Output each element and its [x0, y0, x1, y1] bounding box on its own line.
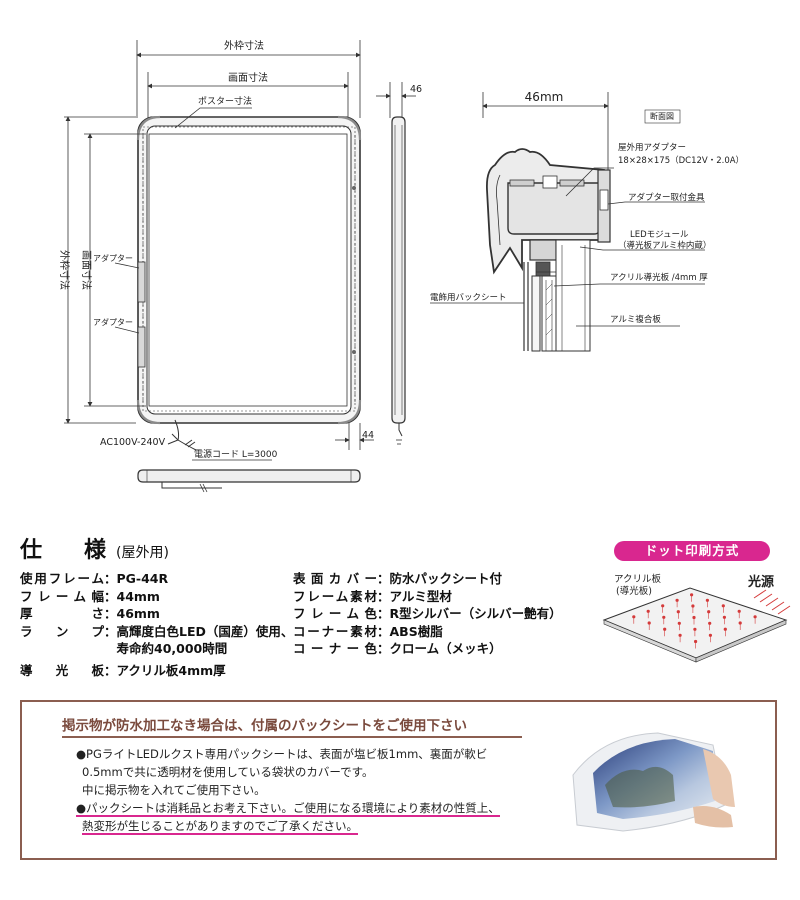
outdoor-adapter-label: 屋外用アダプター — [618, 142, 686, 153]
dot-print-badge: ドット印刷方式 — [614, 541, 770, 561]
spec-title-sub: (屋外用) — [116, 545, 169, 561]
spec-title: 仕 様(屋外用) — [20, 532, 169, 564]
spec-value: ：アクリル板4mm厚 — [104, 662, 226, 678]
spec-value: ：防水パックシート付 — [377, 571, 503, 586]
spec-row: フレーム幅：44mm — [20, 588, 293, 606]
light-source-label: 光源 — [747, 574, 774, 590]
section-title: 断面図 — [650, 111, 674, 121]
power-cord-label: 電源コード L=3000 — [194, 449, 278, 460]
spec-key: コーナー素材 — [293, 623, 377, 639]
bottom-view — [137, 469, 361, 493]
spec-value: ：高輝度白色LED（国産）使用、 — [104, 623, 294, 639]
notice-line-4: ●パックシートは消耗品とお考え下さい。ご使用になる環境により素材の性質上、 — [76, 801, 500, 817]
aluminum-plate-label: アルミ複合板 — [610, 314, 661, 325]
spec-title-main: 仕 様 — [20, 538, 117, 563]
acrylic-plate-label: アクリル導光板 /4mm 厚 — [610, 272, 708, 283]
notice-heading: 掲示物が防水加工なき場合は、付属のパックシートをご使用下さい — [62, 718, 467, 734]
notice-line-2: 0.5mmで共に透明材を使用している袋状のカバーです。 — [82, 765, 374, 779]
notice-line-5: 熱変形が生じることがありますのでご了承ください。 — [82, 819, 358, 835]
led-module-note: （導光板アルミ枠内蔵） — [618, 240, 711, 251]
side-view — [335, 82, 416, 450]
spec-value: ：46mm — [104, 606, 160, 621]
spec-key: 厚さ — [20, 606, 104, 621]
spec-key: フレーム色 — [293, 606, 377, 621]
back-sheet-label: 電飾用バックシート — [430, 292, 507, 303]
print-dot — [676, 610, 680, 614]
spec-key: 表面カバー — [293, 571, 377, 586]
spec-row: フレーム素材：アルミ型材 — [293, 588, 562, 606]
print-dot — [723, 627, 727, 631]
screen-height-label: 画面寸法 — [80, 250, 93, 290]
spec-row: ランプ：高輝度白色LED（国産）使用、 — [20, 623, 293, 641]
spec-key: フレーム幅 — [20, 588, 104, 604]
spec-value: ：アルミ型材 — [377, 588, 452, 604]
adapter-spec-label: 18×28×175（DC12V・2.0A） — [618, 155, 744, 166]
spec-value: ：クローム（メッキ） — [377, 641, 502, 656]
adapter-bracket-label: アダプター取付金具 — [628, 192, 705, 203]
outer-height-label: 外枠寸法 — [58, 250, 71, 290]
spec-row: 導光板：アクリル板4mm厚 — [20, 662, 293, 680]
print-dot — [663, 627, 667, 631]
print-dot — [707, 610, 711, 614]
spec-key: ランプ — [20, 623, 104, 639]
spec-value: 寿命約40,000時間 — [104, 641, 228, 656]
front-view — [64, 40, 362, 451]
notice-box — [20, 700, 777, 860]
spec-value: ：R型シルバー（シルバー艶有） — [377, 606, 562, 621]
spec-row: 寿命約40,000時間 — [20, 640, 293, 658]
spec-left-column: 使用フレーム：PG-44R フレーム幅：44mm 厚さ：46mm ランプ：高輝度… — [20, 570, 293, 679]
spec-key — [20, 640, 104, 658]
notice-body: ●PGライトLEDルクスト専用パックシートは、表面が塩ビ板1mm、裏面が軟ビ 0… — [76, 745, 536, 835]
screen-width-label: 画面寸法 — [228, 71, 268, 84]
spec-key: 導光板 — [20, 662, 104, 678]
width-44-label: 44 — [362, 430, 374, 441]
spec-key: 使用フレーム — [20, 571, 104, 586]
depth-46-label: 46 — [410, 84, 422, 95]
spec-row: フレーム色：R型シルバー（シルバー艶有） — [293, 605, 562, 623]
adapter-label-upper: アダプター — [93, 253, 133, 263]
spec-row: コーナー色：クローム（メッキ） — [293, 640, 562, 658]
spec-key: フレーム素材 — [293, 588, 377, 604]
ac-voltage-label: AC100V-240V — [100, 437, 166, 448]
spec-value: ：ABS樹脂 — [377, 623, 443, 639]
adapter-label-lower: アダプター — [93, 317, 133, 327]
acrylic-label: アクリル板 — [614, 573, 662, 585]
spec-right-column: 表面カバー：防水パックシート付 フレーム素材：アルミ型材 フレーム色：R型シルバ… — [293, 570, 562, 658]
light-guide-label: (導光板) — [616, 585, 652, 597]
poster-size-label: ポスター寸法 — [198, 95, 252, 107]
notice-line-1: ●PGライトLEDルクスト専用パックシートは、表面が塩ビ板1mm、裏面が軟ビ — [76, 747, 488, 761]
notice-line-3: 中に掲示物を入れてご使用下さい。 — [82, 783, 266, 797]
print-dots — [632, 593, 757, 649]
spec-row: コーナー素材：ABS樹脂 — [293, 623, 562, 641]
section-width-label: 46mm — [525, 90, 564, 104]
spec-row: 厚さ：46mm — [20, 605, 293, 623]
spec-value: ：PG-44R — [104, 571, 169, 586]
technical-drawings: 外枠寸法 画面寸法 ポスター寸法 外枠寸法 画面寸法 アダプター アダプター A… — [58, 39, 744, 493]
spec-value: ：44mm — [104, 588, 160, 604]
pack-sheet-photo — [563, 715, 738, 837]
led-module-label: LEDモジュール — [630, 230, 689, 240]
outer-width-label: 外枠寸法 — [224, 39, 264, 52]
spec-row: 表面カバー：防水パックシート付 — [293, 570, 562, 588]
cross-section — [482, 92, 611, 352]
spec-key: コーナー色 — [293, 641, 377, 656]
dot-print-illustration: アクリル板 (導光板) 光源 — [602, 573, 791, 663]
spec-row: 使用フレーム：PG-44R — [20, 570, 293, 588]
section-leaders — [430, 167, 705, 327]
notice-divider — [62, 736, 522, 738]
light-arrows — [753, 589, 791, 615]
